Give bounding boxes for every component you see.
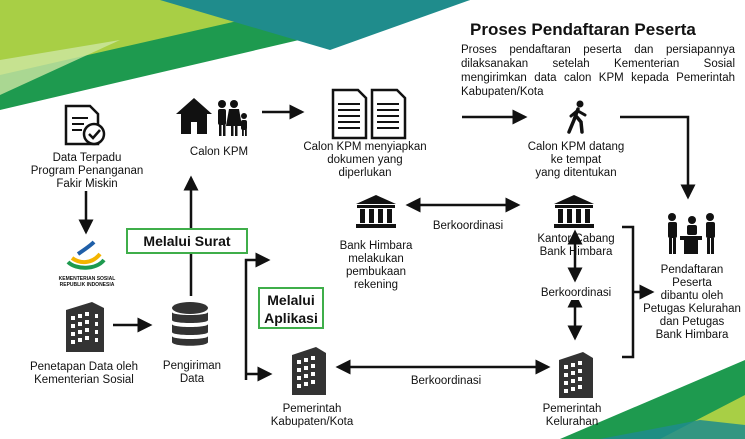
bank-building-icon bbox=[554, 195, 594, 228]
kemensos-logo-text: KEMENTERIAN SOSIAL REPUBLIK INDONESIA bbox=[50, 276, 124, 288]
bank-building-icon bbox=[356, 195, 396, 228]
decor-band-pale bbox=[0, 40, 120, 95]
decor-corner-teal bbox=[600, 420, 745, 439]
node-penetapan-label: Penetapan Data oleh Kementerian Sosial bbox=[29, 361, 139, 386]
decor-band-teal bbox=[160, 0, 470, 50]
intro-paragraph: Proses pendaftaran peserta dan persiapan… bbox=[461, 44, 735, 98]
house-family-icon bbox=[176, 98, 247, 136]
office-building-icon bbox=[292, 347, 326, 395]
node-pendaftaran-label: Pendaftaran Peserta dibantu oleh Petugas… bbox=[643, 264, 741, 341]
node-bank-himbara-label: Bank Himbara melakukan pembukaan rekenin… bbox=[339, 240, 413, 291]
page-title: Proses Pendaftaran Peserta bbox=[470, 20, 696, 39]
office-building-icon bbox=[559, 352, 593, 398]
node-dtks-label: Data Terpadu Program Penanganan Fakir Mi… bbox=[30, 152, 144, 190]
database-icon bbox=[172, 302, 208, 346]
node-kantor-cabang-label: Kantor Cabang Bank Himbara bbox=[537, 233, 615, 258]
documents-icon bbox=[331, 88, 407, 140]
badge-melalui-surat: Melalui Surat bbox=[126, 228, 248, 254]
office-building-icon bbox=[66, 302, 104, 352]
walking-person-icon bbox=[567, 100, 587, 134]
node-datang-label: Calon KPM datang ke tempat yang ditentuk… bbox=[527, 141, 625, 179]
logo-line-1: KEMENTERIAN SOSIAL bbox=[58, 276, 116, 282]
node-pengiriman-label: Pengiriman Data bbox=[162, 360, 222, 385]
node-kelurahan-label: Pemerintah Kelurahan bbox=[542, 403, 602, 428]
edge-label-koord-bank: Berkoordinasi bbox=[422, 220, 514, 233]
node-dokumen-label: Calon KPM menyiapkan dokumen yang diperl… bbox=[303, 141, 427, 179]
edge-label-koord-vertical: Berkoordinasi bbox=[530, 287, 622, 300]
badge-melalui-aplikasi: Melalui Aplikasi bbox=[258, 287, 324, 329]
node-pemkab-label: Pemerintah Kabupaten/Kota bbox=[270, 403, 354, 428]
kemensos-logo-icon bbox=[66, 240, 106, 270]
node-calon-kpm-label: Calon KPM bbox=[189, 146, 249, 158]
arrow-to-bank bbox=[244, 252, 271, 380]
logo-line-2: REPUBLIK INDONESIA bbox=[59, 282, 115, 288]
edge-label-koord-pemerintah: Berkoordinasi bbox=[400, 375, 492, 388]
registration-desk-icon bbox=[668, 213, 715, 254]
document-check-icon bbox=[64, 104, 106, 146]
arrow-datang-to-pendaftaran bbox=[620, 115, 696, 200]
